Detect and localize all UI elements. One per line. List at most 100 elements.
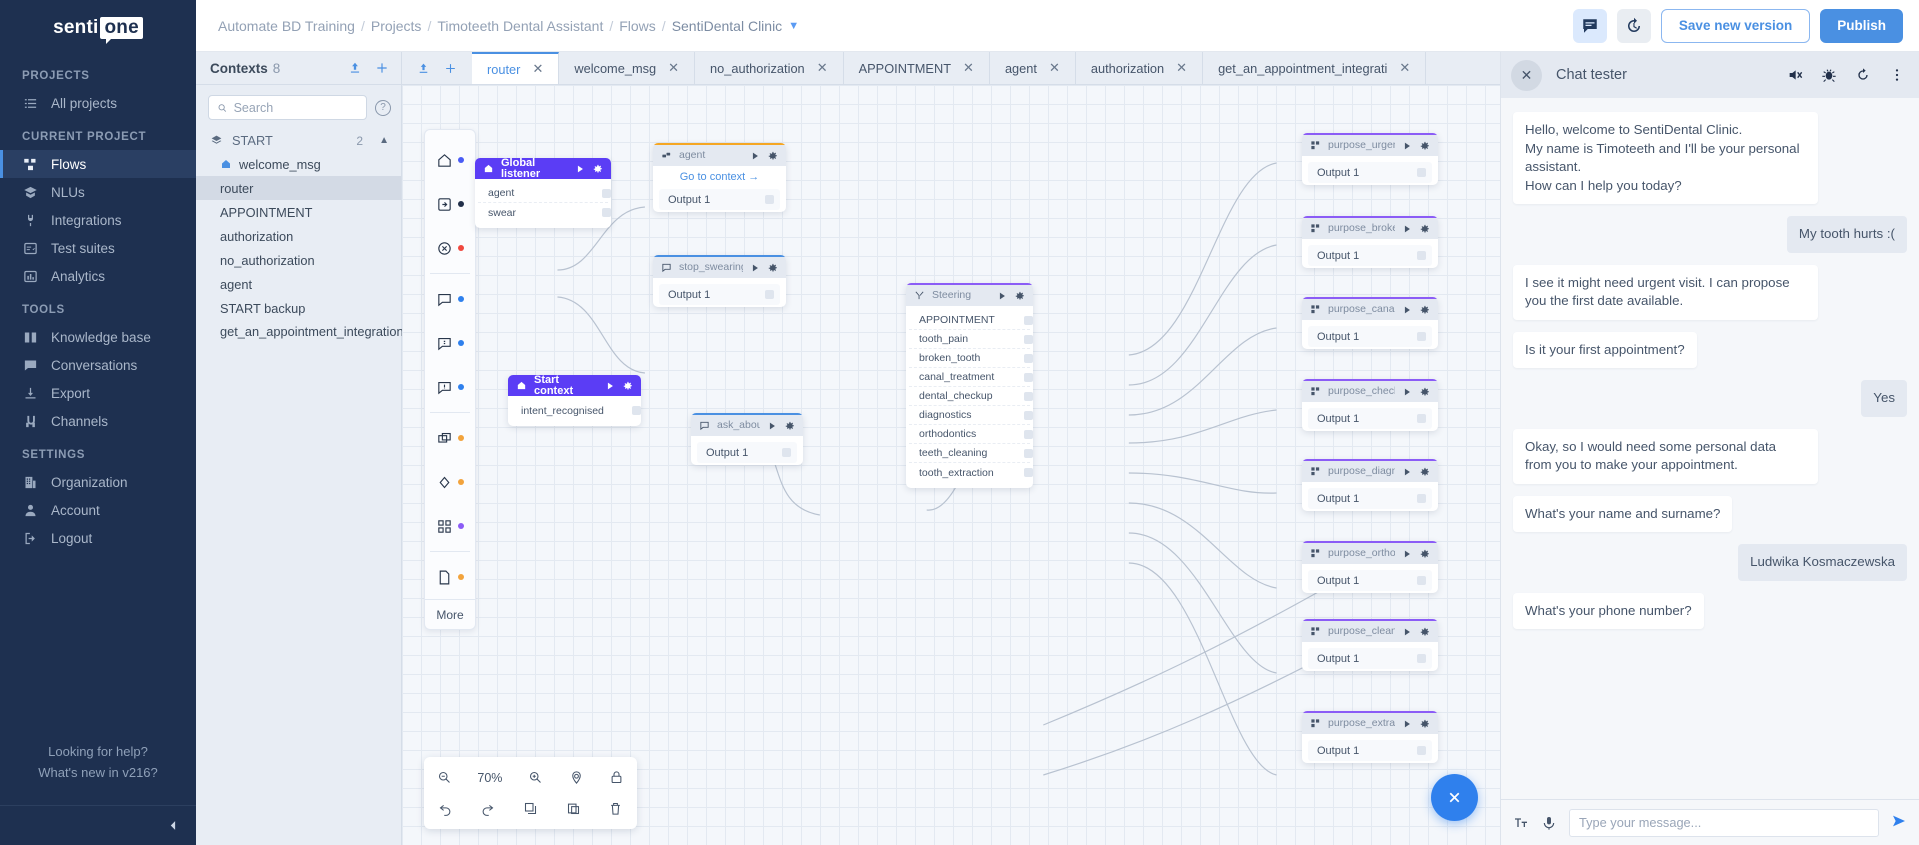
steering-row[interactable]: tooth_extraction	[909, 463, 1033, 482]
play-icon[interactable]	[575, 164, 585, 174]
node-header[interactable]: Global listener	[475, 158, 611, 179]
play-icon[interactable]	[1402, 141, 1412, 151]
locate-icon[interactable]	[569, 770, 584, 785]
search-input[interactable]	[233, 100, 358, 115]
paste-icon[interactable]	[566, 801, 581, 816]
palette-message-node[interactable]	[424, 277, 476, 321]
add-context-icon[interactable]	[375, 61, 389, 75]
play-icon[interactable]	[605, 381, 615, 391]
node-output[interactable]: Output 1	[1308, 648, 1432, 669]
steering-row[interactable]: canal_treatment	[909, 368, 1033, 387]
whats-new-link[interactable]: What's new in v216?	[38, 765, 158, 780]
node-ask-about-purpose[interactable]: ask_about_purpose Output 1	[691, 413, 803, 465]
output-port[interactable]	[1417, 654, 1426, 663]
node-purpose-checkup[interactable]: purpose_checkupOutput 1	[1302, 379, 1438, 431]
output-port[interactable]	[765, 195, 774, 204]
node-output[interactable]: Output 1	[659, 284, 780, 305]
steering-row[interactable]: tooth_pain	[909, 330, 1033, 349]
sidebar-item-nlus[interactable]: NLUs	[0, 178, 196, 206]
output-port[interactable]	[1417, 746, 1426, 755]
text-format-icon[interactable]	[1513, 815, 1529, 831]
go-to-context-link[interactable]: Go to context →	[679, 171, 760, 183]
play-icon[interactable]	[1402, 549, 1412, 559]
output-port[interactable]	[1024, 335, 1033, 344]
help-icon[interactable]: ?	[375, 99, 391, 116]
breadcrumb-item[interactable]: Timoteeth Dental Assistant	[437, 17, 604, 34]
tab-authorization[interactable]: authorization✕	[1076, 52, 1204, 84]
debug-bug-icon[interactable]	[1821, 67, 1837, 83]
output-port[interactable]	[765, 290, 774, 299]
sidebar-item-knowledge-base[interactable]: Knowledge base	[0, 323, 196, 351]
delete-icon[interactable]	[608, 801, 623, 816]
contexts-group-start[interactable]: START 2 ▲	[196, 129, 401, 152]
gear-icon[interactable]	[623, 381, 633, 391]
palette-alert-node[interactable]	[424, 365, 476, 409]
context-item-router[interactable]: router	[196, 176, 401, 200]
sidebar-item-logout[interactable]: Logout	[0, 524, 196, 552]
tab-close-icon[interactable]: ✕	[668, 60, 680, 75]
node-header[interactable]: purpose_urgent	[1302, 135, 1438, 156]
play-icon[interactable]	[1402, 224, 1412, 234]
gear-icon[interactable]	[768, 151, 778, 161]
flow-canvas[interactable]: More Global listener agent swear	[402, 85, 1500, 845]
gear-icon[interactable]	[1420, 305, 1430, 315]
tab-close-icon[interactable]: ✕	[1176, 60, 1188, 75]
sidebar-collapse-button[interactable]	[0, 805, 196, 845]
gear-icon[interactable]	[1420, 387, 1430, 397]
node-purpose-broken[interactable]: purpose_brokenOutput 1	[1302, 216, 1438, 268]
breadcrumb-item[interactable]: Projects	[370, 17, 422, 34]
context-item-no-authorization[interactable]: no_authorization	[196, 248, 401, 272]
zoom-out-icon[interactable]	[437, 770, 452, 785]
palette-duplicate-node[interactable]	[424, 416, 476, 460]
sidebar-item-export[interactable]: Export	[0, 379, 196, 407]
sidebar-item-channels[interactable]: Channels	[0, 407, 196, 435]
sidebar-item-analytics[interactable]: Analytics	[0, 262, 196, 290]
help-link[interactable]: Looking for help?	[48, 744, 148, 759]
play-icon[interactable]	[1402, 387, 1412, 397]
steering-row[interactable]: teeth_cleaning	[909, 444, 1033, 463]
steering-row[interactable]: broken_tooth	[909, 349, 1033, 368]
app-logo[interactable]: senti one	[0, 0, 196, 56]
tab-router[interactable]: router✕	[472, 52, 560, 84]
tab-no-authorization[interactable]: no_authorization✕	[695, 52, 844, 84]
node-header[interactable]: purpose_diagnostics	[1302, 461, 1438, 482]
node-start-context[interactable]: Start context intent_recognised	[508, 375, 641, 426]
mute-icon[interactable]	[1787, 67, 1803, 83]
node-stop-swearing[interactable]: stop_swearing_pls Output 1	[653, 255, 786, 307]
output-port[interactable]	[1417, 576, 1426, 585]
gear-icon[interactable]	[1420, 467, 1430, 477]
node-output[interactable]: Output 1	[1308, 570, 1432, 591]
close-chat-fab-button[interactable]	[1431, 774, 1478, 821]
palette-more-button[interactable]: More	[425, 599, 475, 629]
output-port[interactable]	[1024, 373, 1033, 382]
output-port[interactable]	[602, 208, 611, 217]
sidebar-item-integrations[interactable]: Integrations	[0, 206, 196, 234]
play-icon[interactable]	[750, 263, 760, 273]
tab-close-icon[interactable]: ✕	[532, 61, 544, 76]
gear-icon[interactable]	[593, 164, 603, 174]
output-port[interactable]	[1024, 430, 1033, 439]
copy-icon[interactable]	[523, 801, 538, 816]
play-icon[interactable]	[1402, 627, 1412, 637]
node-output[interactable]: Output 1	[697, 442, 797, 463]
gear-icon[interactable]	[1420, 549, 1430, 559]
output-port[interactable]	[1024, 392, 1033, 401]
sidebar-item-test-suites[interactable]: Test suites	[0, 234, 196, 262]
breadcrumb-item[interactable]: Automate BD Training	[218, 17, 355, 34]
search-box[interactable]	[208, 95, 367, 120]
context-item-appointment[interactable]: APPOINTMENT	[196, 200, 401, 224]
node-header[interactable]: Start context	[508, 375, 641, 396]
zoom-in-icon[interactable]	[528, 770, 543, 785]
output-port[interactable]	[602, 189, 611, 198]
sidebar-item-organization[interactable]: Organization	[0, 468, 196, 496]
node-purpose-extraction[interactable]: purpose_extractionOutput 1	[1302, 711, 1438, 763]
output-port[interactable]	[1417, 251, 1426, 260]
tab-appointment[interactable]: APPOINTMENT✕	[844, 52, 990, 84]
tab-close-icon[interactable]: ✕	[1399, 60, 1411, 75]
play-icon[interactable]	[767, 421, 777, 431]
tab-close-icon[interactable]: ✕	[816, 60, 828, 75]
palette-file-node[interactable]	[424, 555, 476, 599]
sidebar-item-flows[interactable]: Flows	[0, 150, 196, 178]
